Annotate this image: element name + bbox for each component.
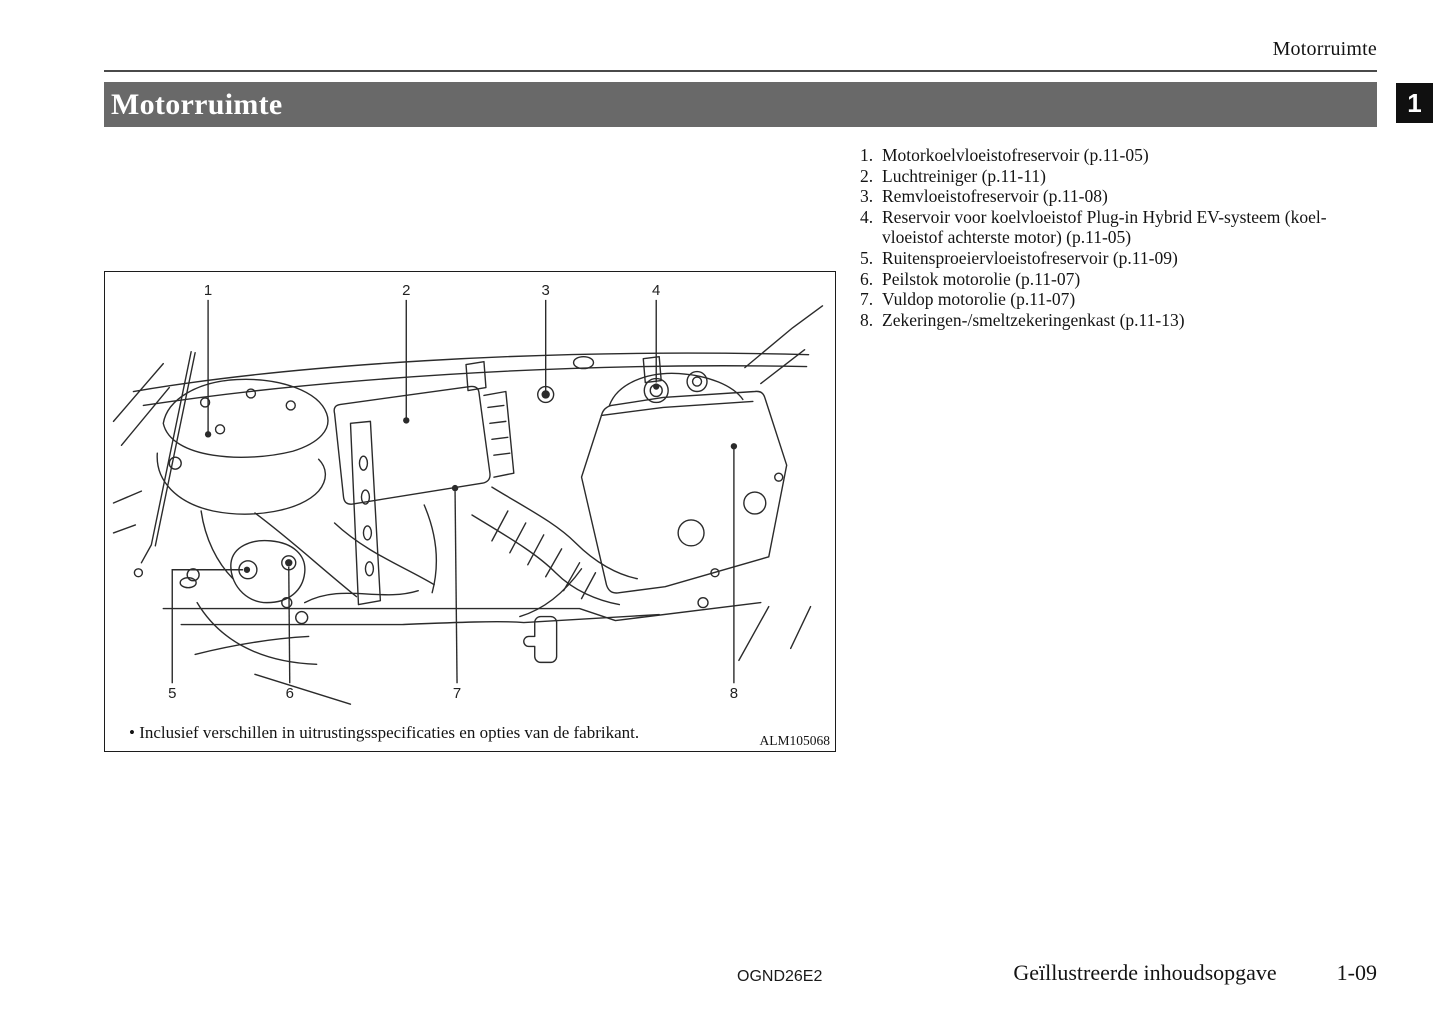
parts-list-item: 3. Remvloeistofreservoir (p.11-08) — [860, 186, 1385, 207]
parts-list-item: 7. Vuldop motorolie (p.11-07) — [860, 289, 1385, 310]
callout-leader-line — [288, 566, 291, 684]
running-header: Motorruimte — [1272, 38, 1377, 60]
callout-number: 5 — [168, 685, 176, 702]
callout-dot — [451, 484, 459, 492]
item-number: 1. — [860, 145, 874, 165]
footer-right: Geïllustreerde inhoudsopgave 1-09 — [104, 960, 1377, 986]
header-rule — [104, 70, 1377, 72]
engine-figure: 1 2 3 4 5 6 7 8 • Inclusief verschillen in uitr… — [104, 271, 836, 752]
item-text: Peilstok motorolie (p.11-07) — [882, 268, 1081, 289]
engine-figure-svg: 1 2 3 4 5 6 7 8 — [112, 282, 824, 705]
parts-list-item: 6. Peilstok motorolie (p.11-07) — [860, 269, 1385, 290]
footer-page-number: 1-09 — [1336, 960, 1377, 985]
callout-dot — [285, 559, 292, 566]
callout-number: 8 — [730, 685, 738, 702]
footer-doc-code: OGND26E2 — [737, 968, 823, 985]
callout-number: 3 — [542, 282, 550, 299]
figure-image-code: ALM105068 — [759, 733, 831, 748]
item-number: 7. — [860, 289, 874, 310]
callout-dot — [243, 566, 251, 573]
parts-list-item: 2. Luchtreiniger (p.11-11) — [860, 166, 1385, 187]
item-text: Remvloeistofreservoir (p.11-08) — [882, 186, 1108, 207]
item-text: Motorkoelvloeistofreservoir (p.11-05) — [882, 145, 1149, 165]
item-text: Zekeringen-/smeltzekeringenkast (p.11-13… — [882, 309, 1185, 330]
parts-list-item: 8. Zekeringen-/smeltzekeringenkast (p.11… — [860, 310, 1385, 331]
callout-leader-line — [454, 491, 458, 684]
item-text: Reservoir voor koelvloeistof Plug-in Hyb… — [882, 206, 1327, 248]
callout-dot — [653, 383, 660, 390]
item-text: Vuldop motorolie (p.11-07) — [882, 289, 1076, 310]
callout-number: 4 — [652, 282, 660, 299]
engine-compartment-illustration — [112, 305, 824, 705]
callout-dot — [204, 431, 212, 438]
callout-number: 2 — [402, 282, 410, 299]
item-number: 6. — [860, 268, 874, 289]
callout-number: 1 — [204, 282, 212, 299]
item-number: 2. — [860, 165, 874, 186]
parts-list-item: 5. Ruitensproeiervloeistofreservoir (p.1… — [860, 248, 1385, 269]
page-title: Motorruimte — [111, 88, 283, 121]
figure-caption: • Inclusief verschillen in uitrustingssp… — [129, 723, 640, 742]
callout-number: 6 — [286, 685, 294, 702]
callout-dot — [403, 417, 410, 424]
footer-section-title: Geïllustreerde inhoudsopgave — [1013, 960, 1277, 985]
figure-callouts: 1 2 3 4 5 6 7 8 — [168, 282, 738, 702]
callout-number: 7 — [453, 685, 461, 702]
item-text: Ruitensproeiervloeistofreservoir (p.11-0… — [882, 247, 1178, 268]
callout-leader-line — [171, 569, 243, 684]
item-number: 4. — [860, 206, 874, 227]
parts-list: 1. Motorkoelvloeistofreservoir (p.11-05)… — [860, 145, 1385, 330]
item-number: 5. — [860, 247, 874, 268]
item-number: 8. — [860, 309, 874, 330]
callout-dot — [542, 391, 549, 398]
item-text: Luchtreiniger (p.11-11) — [882, 165, 1046, 186]
item-number: 3. — [860, 186, 874, 207]
section-title-bar: Motorruimte — [104, 82, 1377, 127]
chapter-tab: 1 — [1396, 83, 1433, 123]
parts-list-item: 1. Motorkoelvloeistofreservoir (p.11-05) — [860, 145, 1385, 166]
callout-dot — [730, 443, 738, 450]
parts-list-item: 4. Reservoir voor koelvloeistof Plug-in … — [860, 207, 1385, 248]
